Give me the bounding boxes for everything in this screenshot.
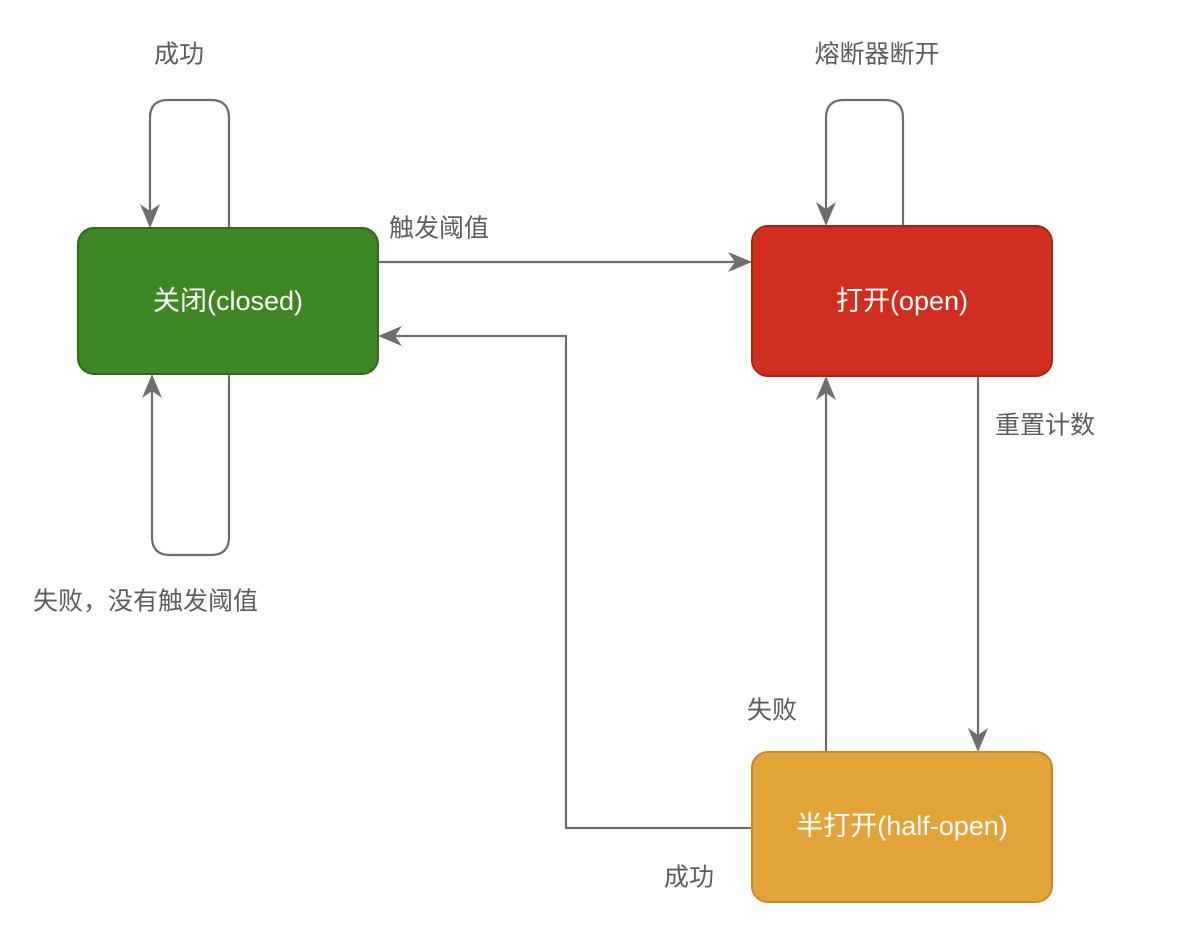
node-closed[interactable]: 关闭(closed) bbox=[77, 227, 379, 375]
edge-path-closed-self-success bbox=[148, 98, 231, 228]
edge-label-closed-self-success: 成功 bbox=[154, 41, 204, 69]
edge-path-closed-self-fail bbox=[150, 374, 231, 557]
arrowhead-halfopen-to-open bbox=[816, 376, 836, 400]
edge-path-halfopen-to-closed bbox=[388, 334, 752, 830]
edge-halfopen-to-open bbox=[816, 376, 836, 752]
edge-halfopen-to-closed bbox=[378, 326, 752, 830]
arrowhead-open-self bbox=[816, 202, 836, 226]
node-half-open-label: 半打开(half-open) bbox=[796, 811, 1008, 841]
edge-path-open-self bbox=[824, 98, 905, 226]
edge-label-open-self: 熔断器断开 bbox=[814, 41, 939, 69]
node-open[interactable]: 打开(open) bbox=[751, 225, 1053, 377]
node-open-shape[interactable] bbox=[751, 225, 1053, 377]
arrowhead-halfopen-to-closed bbox=[378, 326, 402, 346]
edge-label-closed-self-fail: 失败，没有触发阈值 bbox=[33, 588, 258, 616]
node-open-label: 打开(open) bbox=[836, 286, 968, 316]
node-closed-label: 关闭(closed) bbox=[153, 286, 303, 316]
edge-open-self bbox=[816, 98, 905, 226]
arrowhead-closed-self-success bbox=[140, 204, 160, 228]
edge-open-to-halfopen bbox=[968, 376, 988, 752]
node-half-open[interactable]: 半打开(half-open) bbox=[751, 751, 1053, 903]
arrowhead-closed-to-open bbox=[728, 252, 752, 272]
edge-closed-self-fail bbox=[142, 374, 231, 557]
node-closed-shape[interactable] bbox=[77, 227, 379, 375]
arrowhead-closed-self-fail bbox=[142, 374, 162, 398]
edge-label-halfopen-to-closed: 成功 bbox=[664, 864, 714, 892]
edge-label-closed-to-open: 触发阈值 bbox=[389, 215, 489, 243]
edge-closed-to-open bbox=[378, 252, 752, 272]
node-half-open-shape[interactable] bbox=[751, 751, 1053, 903]
edge-label-open-to-halfopen: 重置计数 bbox=[995, 412, 1095, 440]
arrowhead-open-to-halfopen bbox=[968, 728, 988, 752]
edge-closed-self-success bbox=[140, 98, 231, 228]
edge-label-halfopen-to-open: 失败 bbox=[747, 697, 797, 725]
